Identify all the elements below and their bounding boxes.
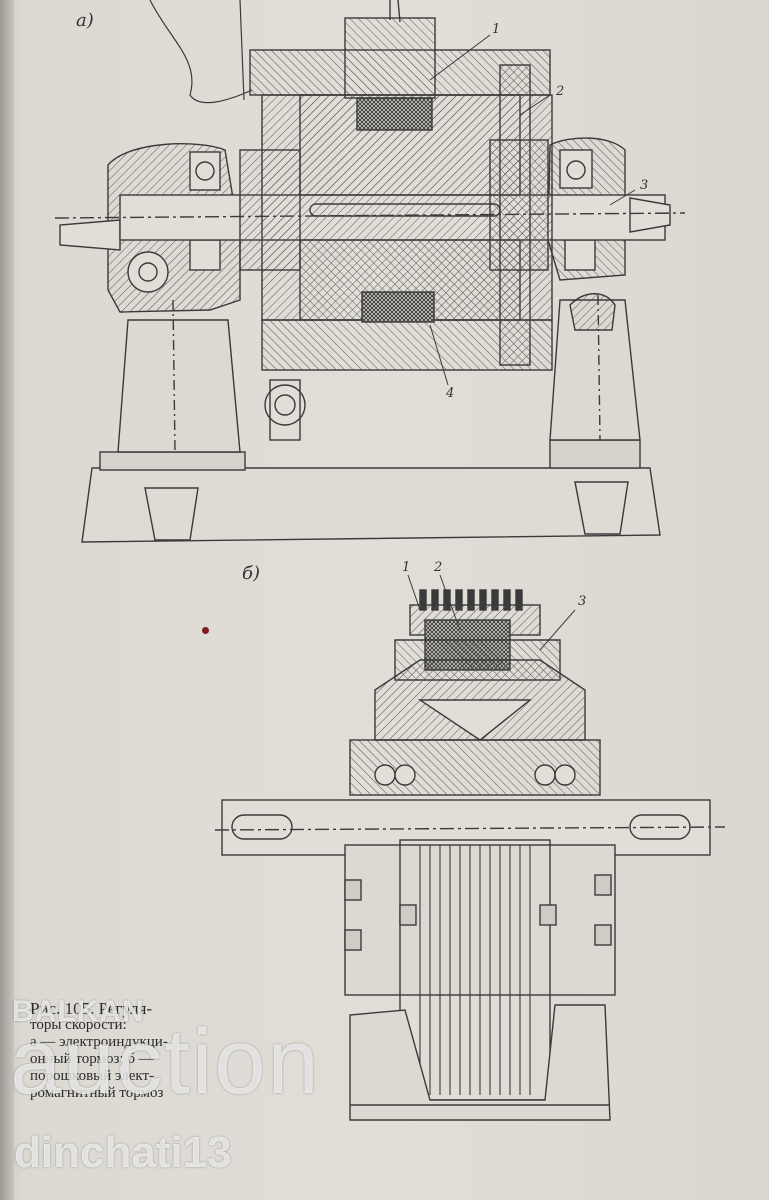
watermark-brand-top: BALKAN	[12, 995, 145, 1028]
figure-a-callout-1: 1	[492, 22, 501, 37]
figure-b-label: б)	[242, 563, 261, 584]
figure-b-callout-3: 3	[578, 594, 587, 609]
caption-title: Рис. 105. Регуля-	[30, 999, 153, 1018]
lamination-plates	[419, 845, 531, 1095]
figure-b-callout-1: 1	[402, 560, 411, 575]
figure-caption: Рис. 105. Регуля- торы скорости: а — эле…	[30, 1000, 205, 1102]
figure-a-callout-3: 3	[640, 178, 649, 193]
caption-line: торы скорости:	[30, 1017, 127, 1033]
ink-stain	[202, 627, 209, 634]
figure-a-label: а)	[76, 10, 94, 31]
watermark-seller: dinchati13	[14, 1128, 232, 1177]
cooling-fins	[419, 589, 523, 611]
figure-b-callout-2: 2	[434, 560, 443, 575]
figure-a-callout-2: 2	[556, 84, 565, 99]
caption-line: ромагнитный тормоз	[30, 1085, 164, 1101]
caption-line: а — электроиндукци-	[30, 1034, 168, 1050]
page-spine-shadow	[0, 0, 14, 1200]
figure-a-drawing	[54, 0, 686, 543]
figure-a-callout-4: 4	[446, 386, 455, 401]
watermark-brand-main: auction	[10, 1011, 321, 1113]
caption-line: онный тормоз; б —	[30, 1051, 154, 1067]
caption-line: порошковый элект-	[30, 1068, 154, 1084]
figure-b-drawing	[214, 574, 726, 1121]
